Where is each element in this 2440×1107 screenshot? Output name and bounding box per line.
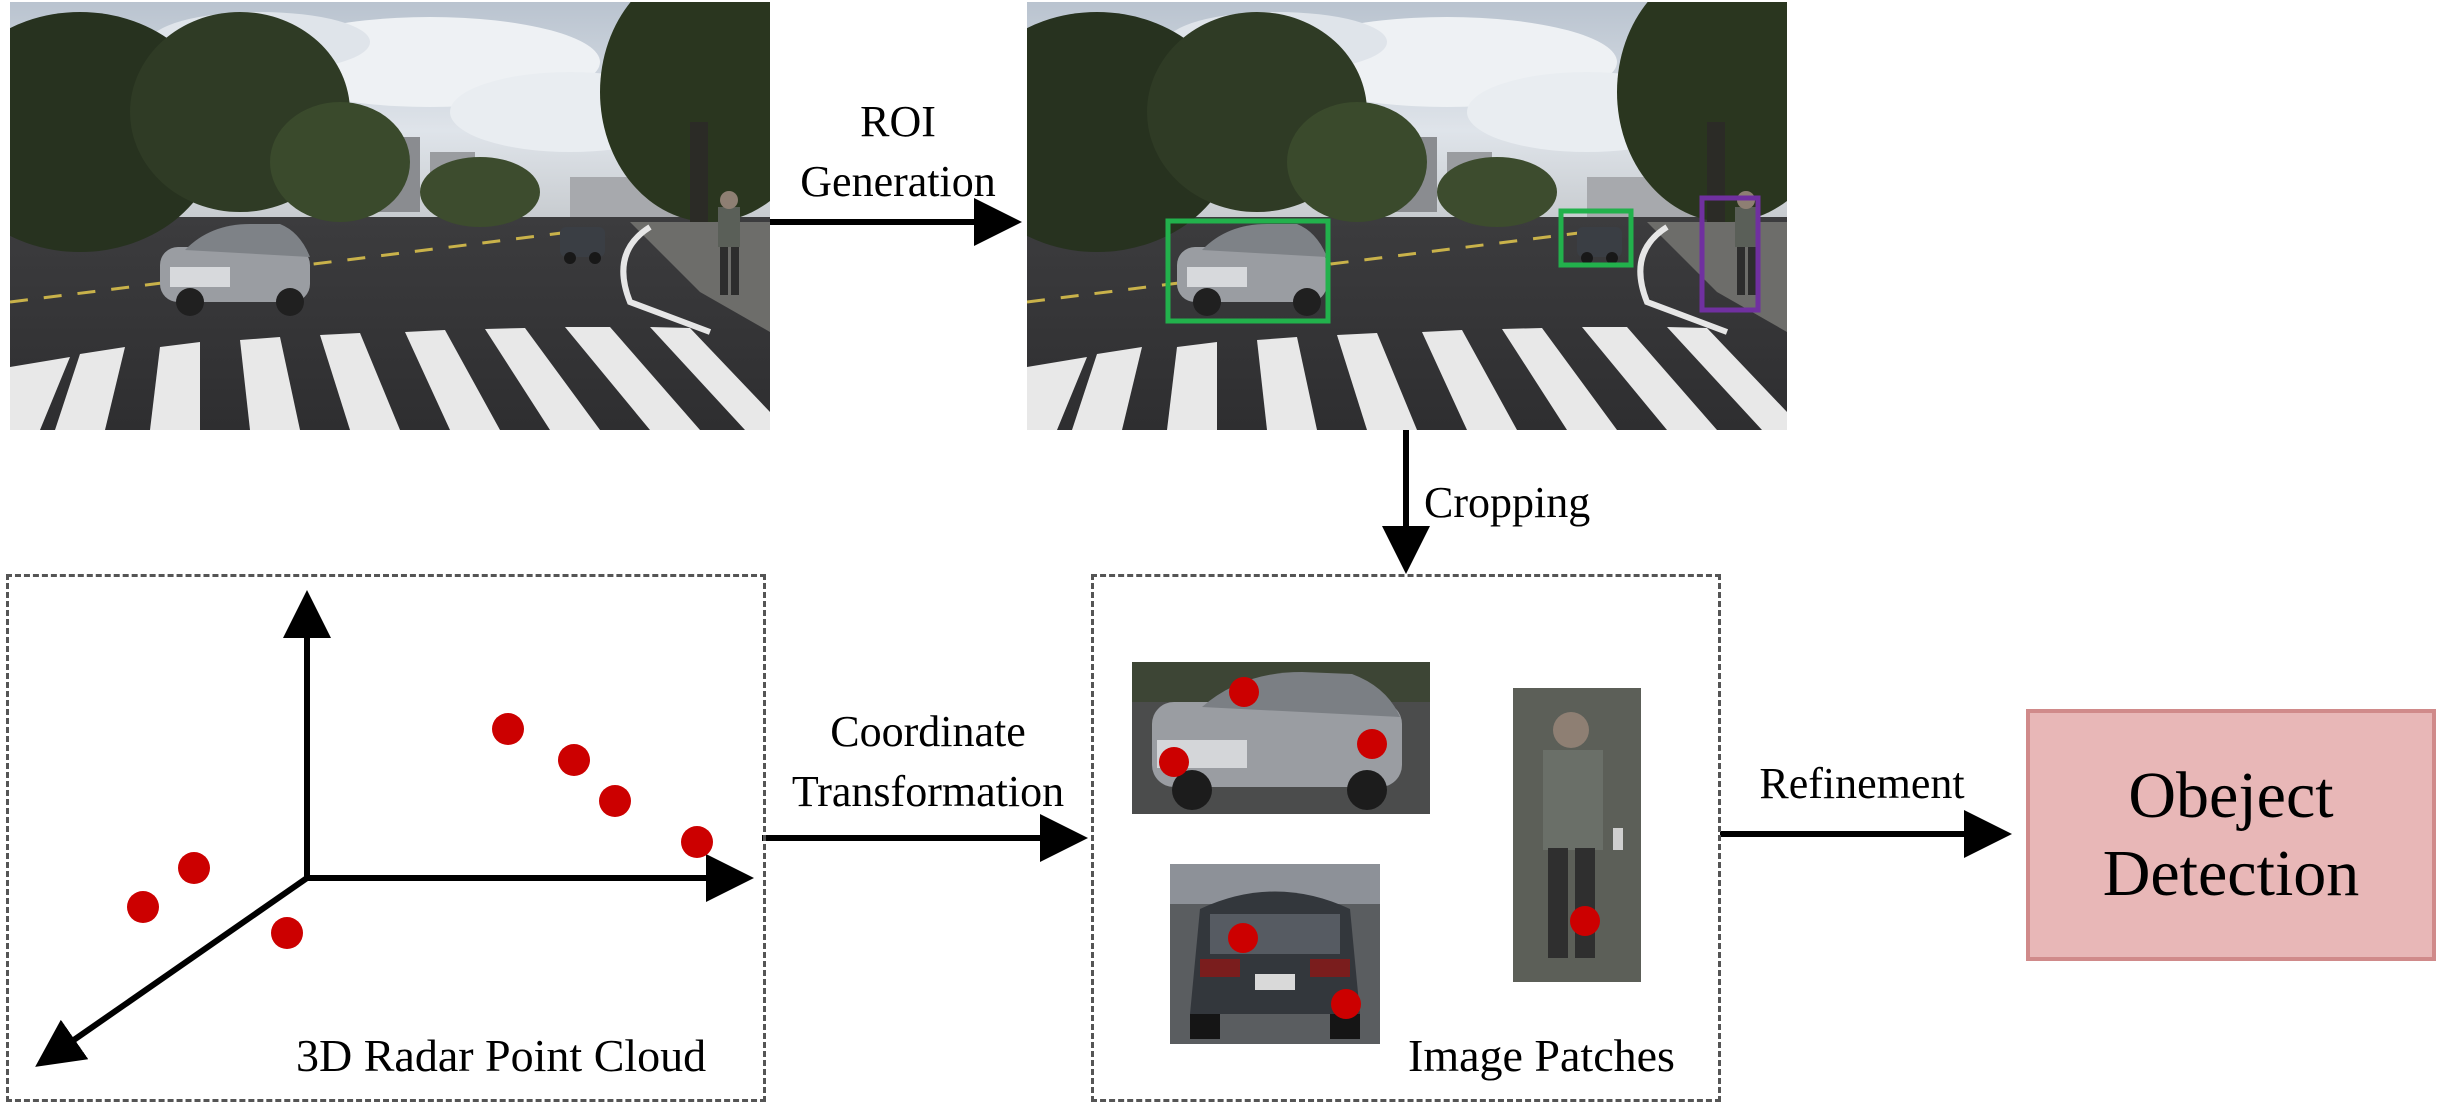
- coordinate-transformation-label: Coordinate Transformation: [768, 702, 1088, 822]
- roi-street-image: [1027, 2, 1787, 430]
- roi-generation-line2: Generation: [800, 157, 996, 206]
- object-detection-label: Obeject Detection: [2103, 757, 2360, 913]
- radar-point: [1159, 747, 1189, 777]
- image-patches-panel: [1091, 574, 1721, 1102]
- coordinate-line2: Transformation: [791, 767, 1065, 816]
- roi-generation-label: ROI Generation: [778, 92, 1018, 212]
- radar-point: [1228, 923, 1258, 953]
- patches-panel-label: Image Patches: [1408, 1030, 1675, 1081]
- refinement-text: Refinement: [1759, 759, 1965, 808]
- radar-panel-label: 3D Radar Point Cloud: [296, 1030, 707, 1081]
- roi-box-person: [1699, 195, 1761, 313]
- refinement-label: Refinement: [1742, 754, 1982, 814]
- patch-car-left: [1132, 662, 1430, 814]
- source-street-image: [10, 2, 770, 430]
- cropping-label: Cropping: [1424, 473, 1590, 533]
- object-detection-box: Obeject Detection: [2026, 709, 2436, 961]
- roi-generation-line1: ROI: [860, 97, 936, 146]
- radar-point-cloud-panel: [6, 574, 766, 1102]
- cropping-text: Cropping: [1424, 478, 1591, 527]
- radar-point: [1357, 729, 1387, 759]
- patch-car-rear: [1170, 864, 1380, 1044]
- roi-box-car-left: [1165, 218, 1331, 324]
- radar-point: [1229, 677, 1259, 707]
- radar-point: [1331, 989, 1361, 1019]
- patch-person: [1513, 688, 1641, 982]
- radar-point: [1570, 906, 1600, 936]
- roi-box-car-center: [1558, 208, 1634, 268]
- result-line2: Detection: [2102, 837, 2360, 910]
- coordinate-line1: Coordinate: [830, 707, 1026, 756]
- result-line1: Obeject: [2128, 759, 2334, 832]
